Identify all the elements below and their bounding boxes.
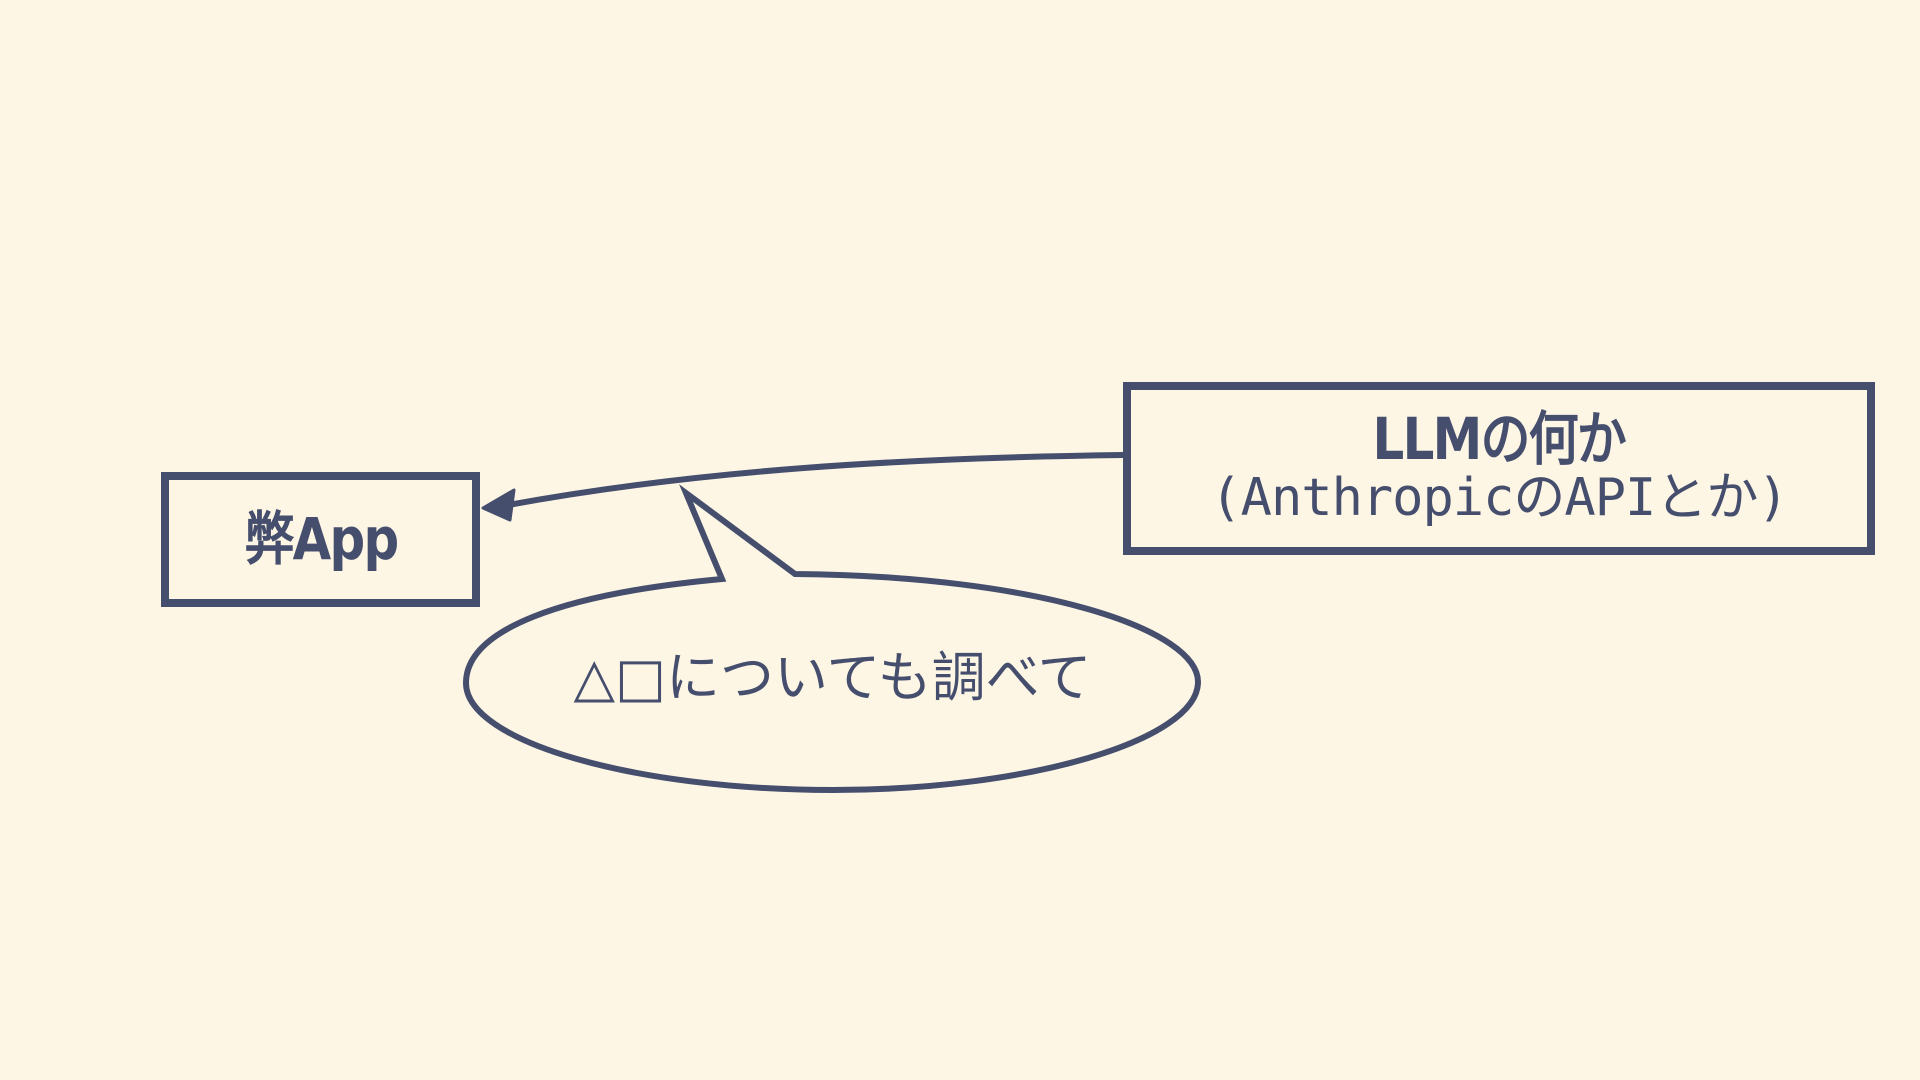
- speech-bubble-text: △□についても調べて: [573, 645, 1092, 709]
- speech-bubble-shape: [462, 484, 1202, 794]
- request-arrow-line: [507, 452, 1124, 508]
- app-box: 弊App: [161, 472, 480, 607]
- llm-box: LLMの何か (AnthropicのAPIとか): [1123, 382, 1875, 555]
- llm-box-subtitle: (AnthropicのAPIとか): [1210, 468, 1788, 529]
- llm-box-title: LLMの何か: [1372, 405, 1627, 474]
- arrowhead-icon: [481, 488, 516, 522]
- app-box-label: 弊App: [243, 505, 399, 574]
